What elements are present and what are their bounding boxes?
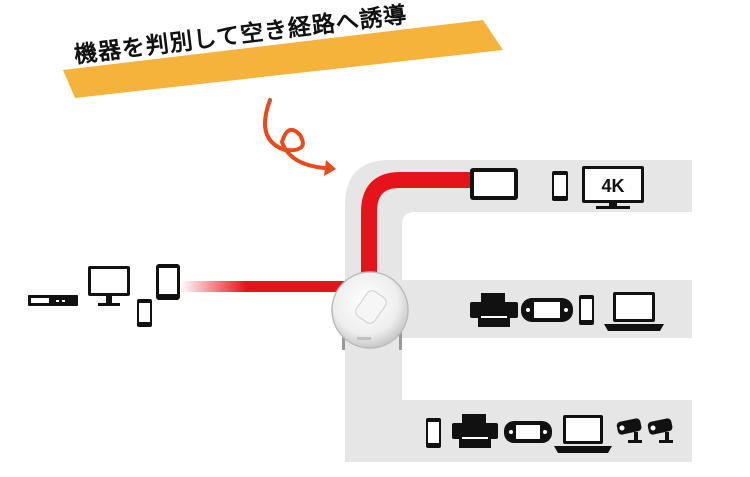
game-console-icon [521,298,573,322]
media-player-icon [28,295,78,306]
smartphone-icon [552,171,568,201]
curly-arrow-icon [263,98,327,170]
smartphone-icon [426,418,441,448]
router-hub [331,271,409,350]
laptop-icon [554,415,612,453]
tablet-icon [156,264,180,300]
monitor-icon [88,266,130,306]
laptop-icon [604,292,664,331]
security-camera-icon [616,418,642,443]
input-route-line [180,281,370,292]
smartphone-icon [137,299,152,327]
arrow-head [324,160,336,176]
security-camera-icon [647,418,673,443]
tv-4k-icon: 4K [582,166,644,209]
headline-banner [63,20,503,98]
active-route-line [361,172,472,292]
game-console-icon [504,421,552,443]
printer-icon [452,414,498,448]
route-tracks [345,160,692,470]
tv-4k-label: 4K [601,176,624,196]
smartphone-icon [579,295,594,325]
tablet-landscape-icon [470,168,518,200]
printer-icon [470,293,518,327]
